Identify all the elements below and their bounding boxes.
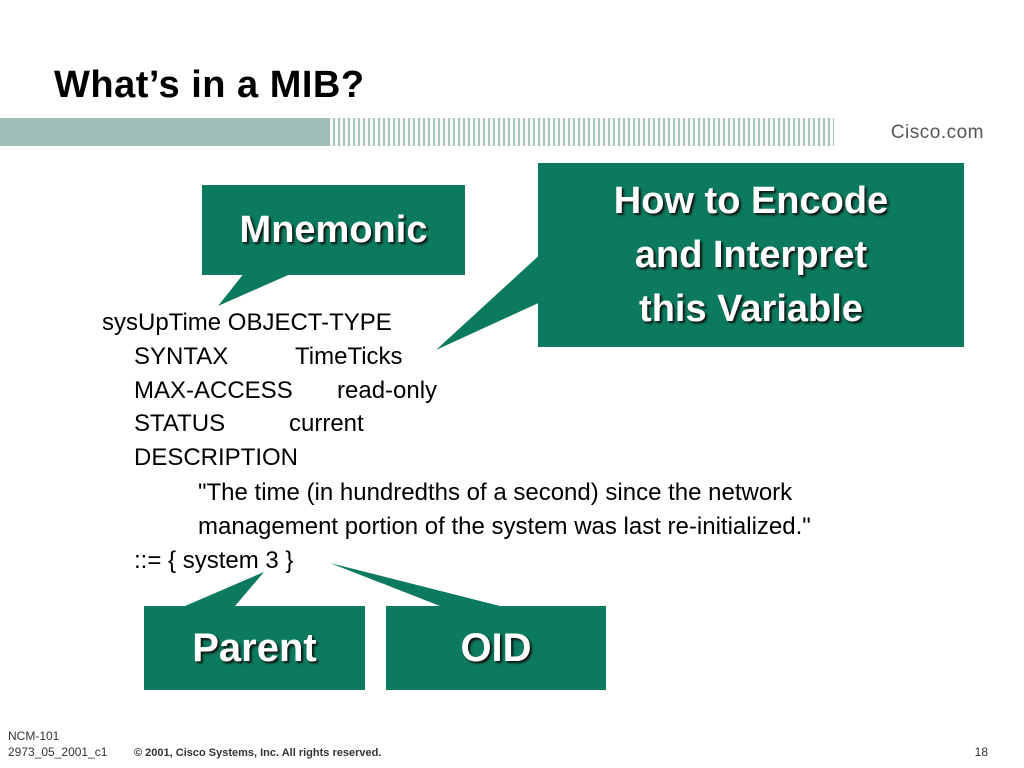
copyright-notice: © 2001, Cisco Systems, Inc. All rights r… [134, 747, 382, 759]
footer-code: 2973_05_2001_c1 [8, 745, 108, 759]
status-key: STATUS [134, 410, 226, 437]
encode-pointer [436, 250, 545, 350]
parent-callout: Parent [144, 606, 365, 690]
encode-line-2: and Interpret [634, 234, 868, 276]
description-line-2: management portion of the system was las… [198, 513, 811, 540]
cisco-logo[interactable]: Cisco.com [890, 122, 984, 143]
oid-assignment: ::= { system 3 } [134, 547, 294, 574]
description-line-1: "The time (in hundredths of a second) si… [198, 479, 793, 506]
status-value: current [289, 410, 364, 437]
description-key: DESCRIPTION [134, 444, 299, 471]
oid-pointer [330, 563, 500, 606]
encode-callout: How to Encode and Interpret this Variabl… [538, 163, 964, 347]
page-number: 18 [974, 745, 988, 759]
encode-line-3: this Variable [639, 288, 863, 330]
syntax-value: TimeTicks [295, 343, 403, 370]
oid-callout: OID [386, 606, 606, 690]
parent-pointer [185, 572, 264, 606]
banner-solid-bar [0, 118, 330, 146]
header-banner: Cisco.com [0, 118, 1024, 146]
syntax-key: SYNTAX [134, 343, 229, 370]
max-access-key: MAX-ACCESS [134, 377, 293, 404]
max-access-value: read-only [337, 377, 438, 404]
encode-line-1: How to Encode [613, 180, 889, 222]
mnemonic-callout: Mnemonic [202, 185, 465, 275]
footer-course: NCM-101 [8, 729, 60, 743]
logo-area: Cisco.com [834, 118, 1024, 146]
slide-title: What’s in a MIB? [54, 64, 365, 106]
mnemonic-pointer [218, 272, 295, 306]
mib-object-line: sysUpTime OBJECT-TYPE [102, 309, 392, 336]
